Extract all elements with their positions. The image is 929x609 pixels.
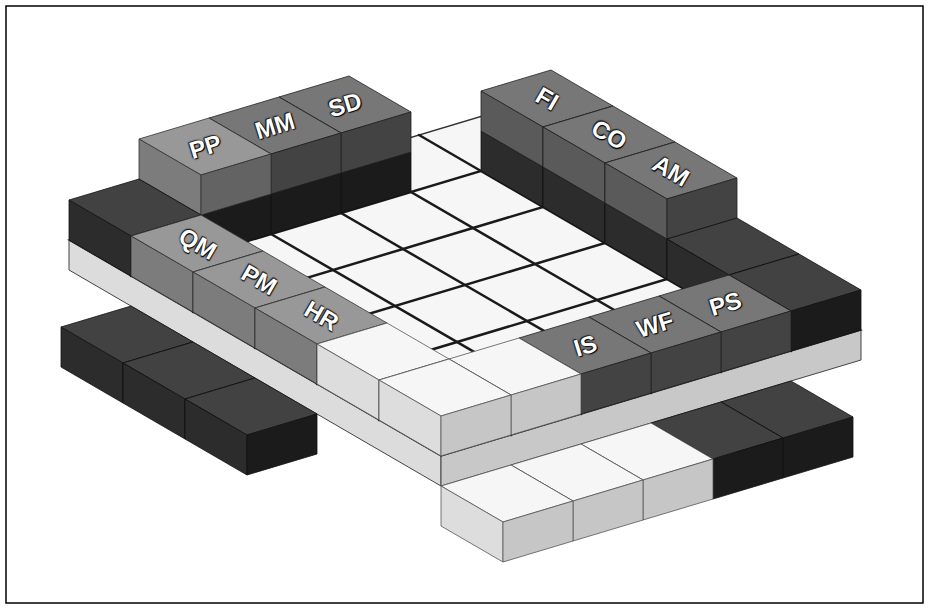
module-code: PM bbox=[237, 260, 280, 299]
module-cube: IS bbox=[566, 328, 604, 364]
module-cube: PM bbox=[233, 256, 285, 302]
module-code: WF bbox=[633, 307, 676, 341]
module-code: FI bbox=[531, 83, 562, 115]
module-code: IS bbox=[570, 331, 599, 361]
module-code: SD bbox=[325, 88, 365, 121]
module-code: QM bbox=[174, 223, 220, 263]
white-block bbox=[379, 359, 511, 456]
module-cube: PP bbox=[181, 127, 228, 166]
module-code: CO bbox=[587, 115, 630, 154]
dark-block bbox=[185, 378, 317, 475]
module-cube: FI bbox=[527, 79, 567, 118]
module-cube: CO bbox=[583, 111, 635, 157]
module-cube: SD bbox=[321, 85, 369, 124]
module-code: HR bbox=[300, 296, 342, 334]
module-code: PP bbox=[186, 130, 225, 163]
module-cube: QM bbox=[170, 220, 225, 268]
module-cube: HR bbox=[295, 293, 346, 339]
module-code: AM bbox=[649, 151, 694, 191]
module-code: MM bbox=[252, 108, 297, 143]
picture-frame bbox=[6, 6, 923, 603]
module-cube: WF bbox=[629, 304, 681, 344]
module-code: PS bbox=[706, 287, 745, 320]
module-cube: MM bbox=[248, 105, 302, 146]
board-blocks bbox=[61, 70, 861, 562]
white-block bbox=[441, 465, 573, 562]
module-cube: PS bbox=[701, 284, 748, 323]
module-cube: AM bbox=[644, 147, 698, 194]
